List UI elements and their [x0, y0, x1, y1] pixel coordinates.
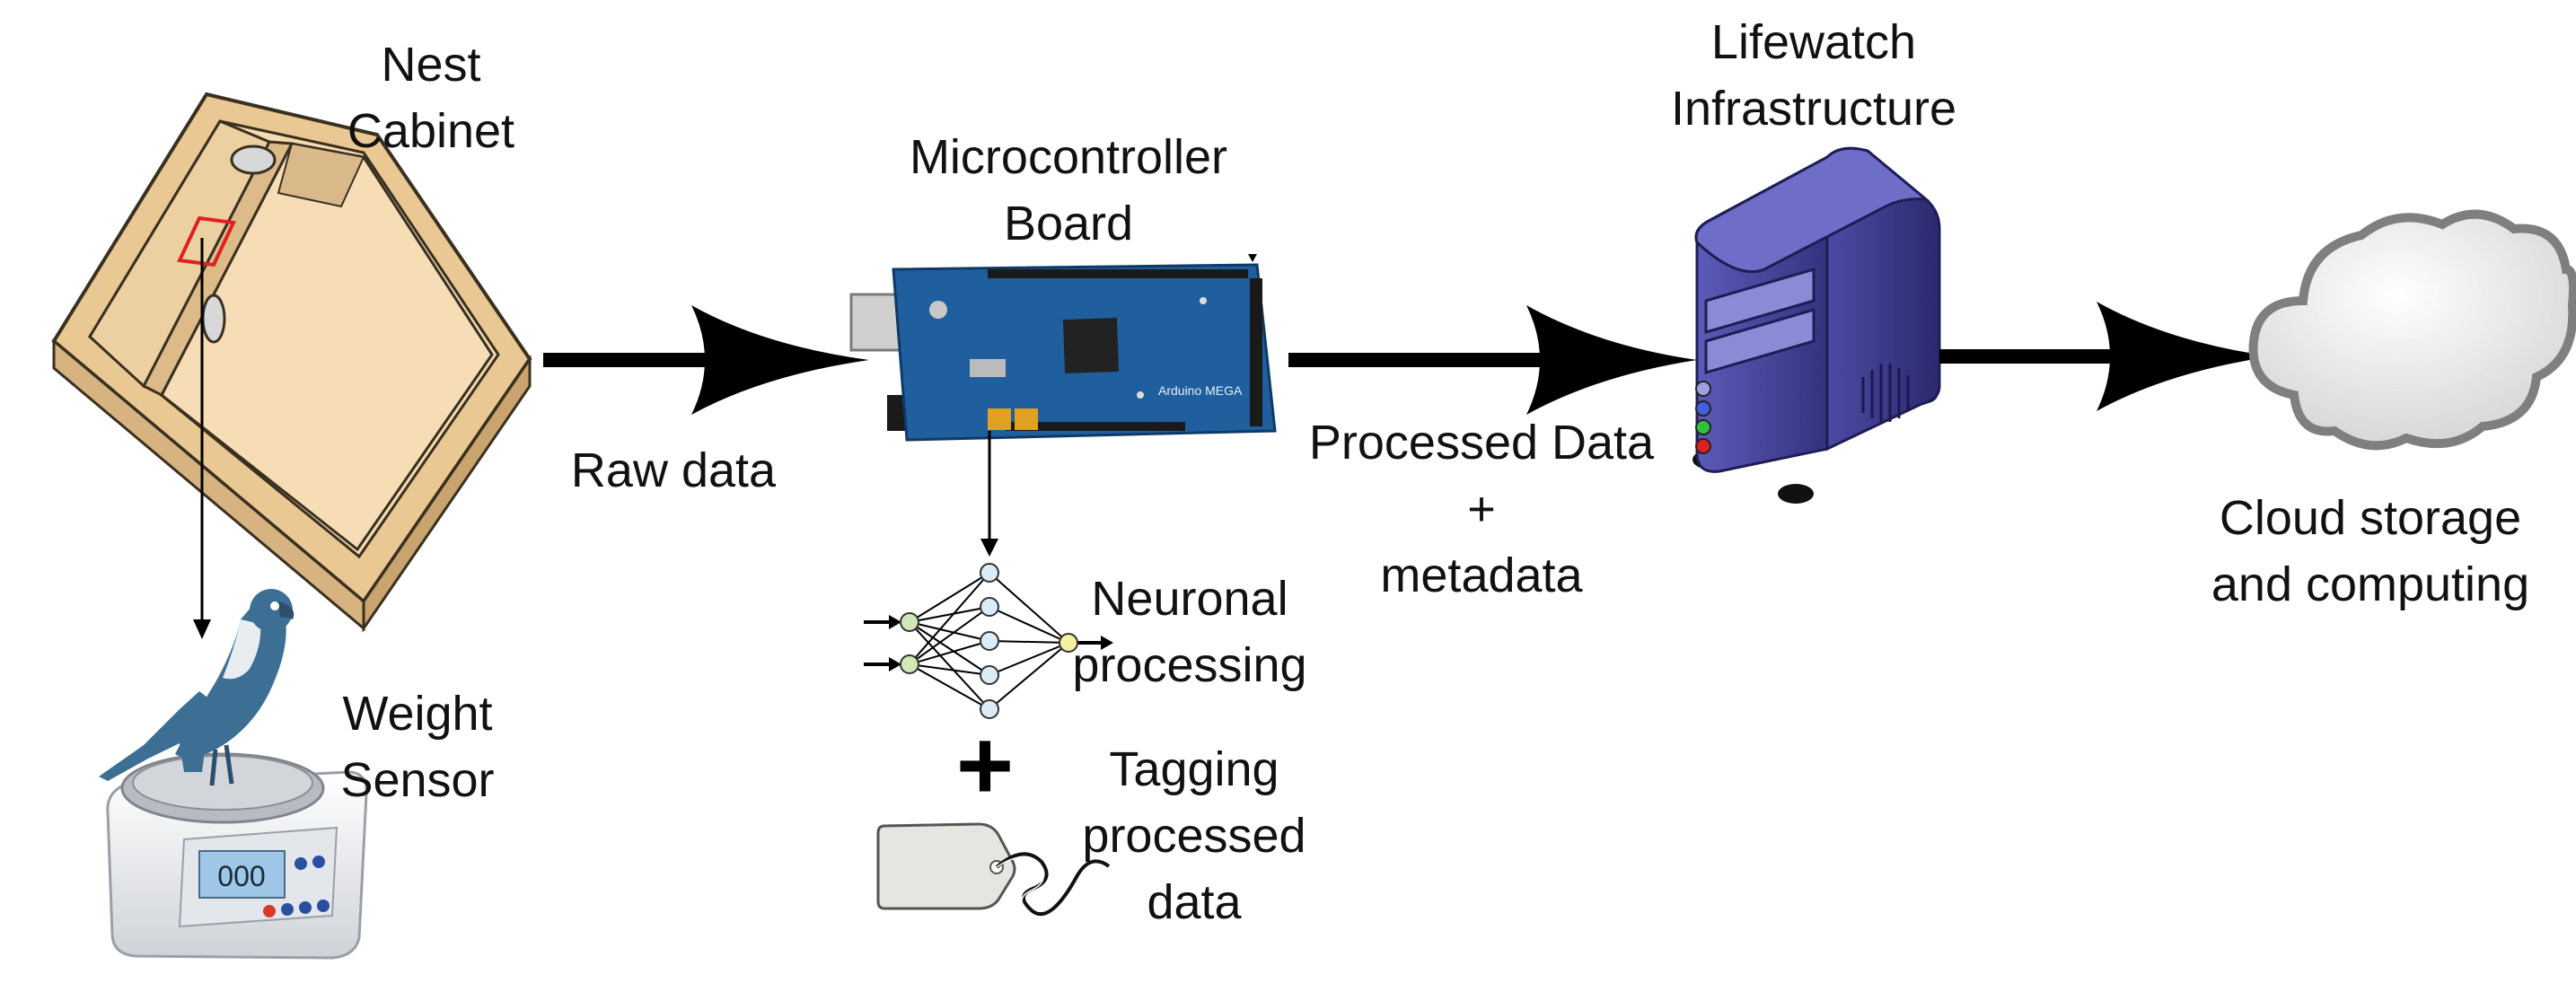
scale-display-icon	[198, 850, 286, 899]
board-brand-text: Arduino MEGA	[1158, 383, 1243, 398]
processed-data-label: Processed Data + metadata	[1308, 416, 1655, 602]
lifewatch-label: Lifewatch Infrastructure	[1670, 15, 1957, 136]
raw-data-label: Raw data	[570, 443, 777, 497]
nest-cabinet-icon	[51, 92, 532, 633]
cabinet-to-sensor-arrow	[193, 238, 211, 639]
arduino-board-icon: Arduino MEGA	[849, 254, 1277, 442]
microcontroller-label: Microcontroller Board	[909, 130, 1228, 250]
bird-on-scale-icon: 000	[99, 589, 368, 960]
weight-sensor-label: Weight Sensor	[340, 687, 495, 807]
cloud-arrow	[1939, 302, 2272, 411]
nest-cabinet-label: Nest Cabinet	[347, 38, 515, 158]
scale-display-value: 000	[217, 860, 265, 892]
tagging-label: Tagging processed data	[1082, 742, 1306, 929]
server-icon	[1692, 146, 1941, 504]
tag-icon	[876, 822, 1111, 917]
processed-data-arrow	[1288, 305, 1697, 415]
plus-sign: +	[956, 710, 1014, 821]
raw-data-arrow	[543, 305, 869, 415]
cloud-label: Cloud storage and computing	[2211, 491, 2530, 611]
neuronal-processing-label: Neuronal processing	[1072, 572, 1307, 692]
cloud-icon	[2248, 209, 2576, 451]
neural-network-icon	[864, 563, 1113, 719]
board-to-network-arrow	[980, 431, 998, 557]
